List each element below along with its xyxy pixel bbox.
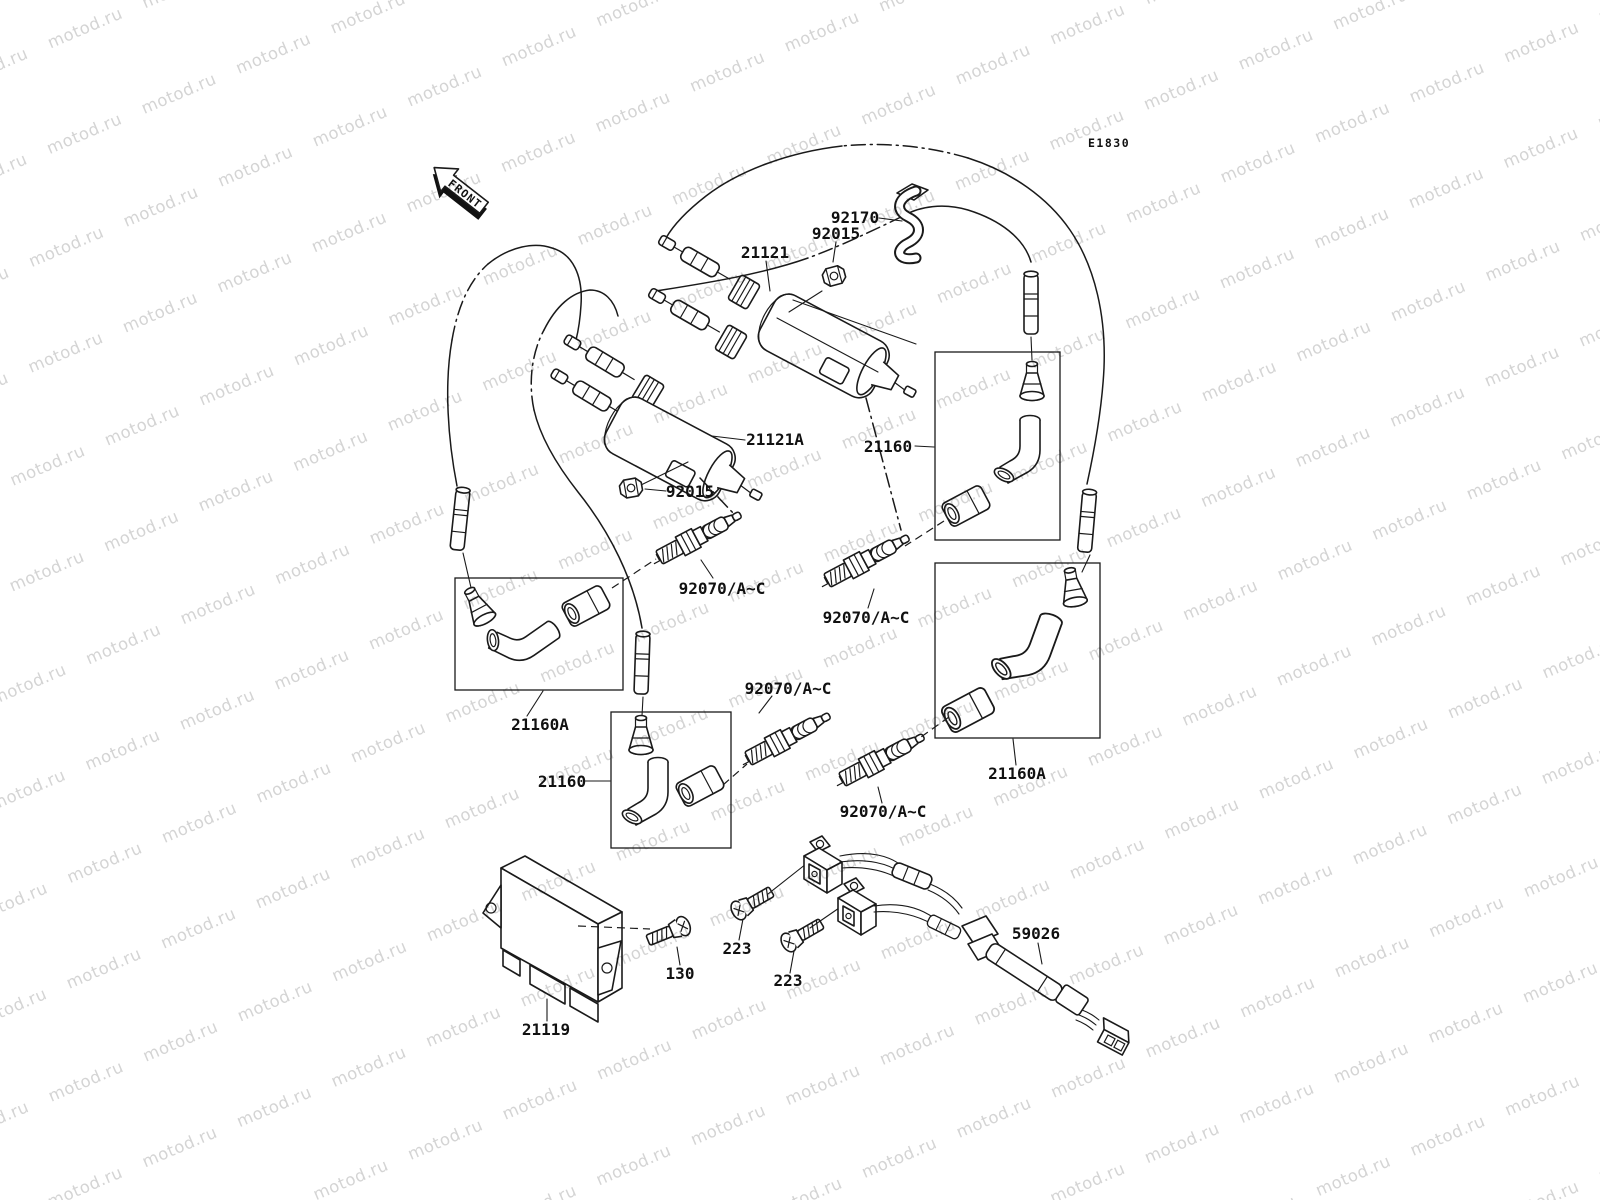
igniter-unit-21119 [482,855,651,1023]
box-cap-right-21160 [934,351,1061,541]
box-cap-bottom-21160 [610,711,732,849]
wire-terminal [449,485,472,552]
ignition-coil-21121 [749,286,931,423]
coil-construction-line [792,299,917,345]
spark-plug-4 [830,726,930,794]
plug-cap-kit-right-top [939,360,1045,529]
coil-construction-line [640,461,689,486]
nut-92015-top [820,263,848,289]
coil-lead [656,233,731,280]
label-plug-3: 92070/A~C [745,679,832,698]
label-bolt-130: 130 [666,964,695,983]
label-plug-2: 92070/A~C [823,608,910,627]
label-cap-21160a-left: 21160A [511,715,569,734]
bolt-223-a [727,882,778,924]
spark-plug-3 [736,705,836,773]
coil-tower [713,323,749,361]
wire-terminal [633,630,651,696]
bolt-223-b [777,914,828,956]
coil-construction-line [776,317,879,373]
wire-terminal [1076,487,1098,554]
clamp-92170 [894,183,929,265]
spark-plug-1 [647,504,747,572]
label-nut-92015-top: 92015 [812,224,860,243]
nut-leader-line [788,290,823,313]
ht-wire-right-inner [655,205,1032,292]
front-direction-arrow: FRONT [432,166,490,220]
box-cap-left-21160a [454,577,624,691]
harness-59026 [767,835,1130,1056]
label-nut-92015-bottom: 92015 [666,482,714,501]
plug-cap-kit-right-bottom [939,565,1089,735]
label-harness-59026: 59026 [1012,924,1060,943]
nut-92015-bottom [617,476,645,500]
bolt-130 [643,913,694,951]
sensor-module [803,835,843,894]
label-coil-21121: 21121 [741,243,789,262]
label-igniter-21119: 21119 [522,1020,570,1039]
label-bolt-223-a: 223 [723,939,752,958]
label-diagram-code: E1830 [1088,136,1130,150]
label-plug-4: 92070/A~C [840,802,927,821]
plug-cap-kit-bottom [619,714,727,828]
label-cap-21160-right: 21160 [864,437,912,456]
label-coil-21121a: 21121A [746,430,804,449]
label-clamp-92170: 92170 [831,208,879,227]
sensor-module [837,877,877,936]
ht-wire-right-outer [665,143,1105,485]
label-cap-21160-bottom: 21160 [538,772,586,791]
coil-tower [726,273,762,311]
label-cap-21160a-right: 21160A [988,764,1046,783]
spark-plug-2 [815,527,915,595]
wire-terminal [1023,270,1039,335]
coil-lead [646,286,721,333]
coil-lead [562,333,635,381]
label-plug-1: 92070/A~C [679,579,766,598]
harness-connector [1096,1017,1130,1056]
ignition-coil-21121a [595,389,777,526]
label-bolt-223-b: 223 [774,971,803,990]
assembly-dash-lines [611,397,950,786]
box-cap-right-21160a [934,562,1101,739]
plug-cap-kit-left [457,582,613,677]
ht-wire-left-outer [446,244,582,487]
ht-wire-left-inner [530,289,643,629]
label-leader-lines [526,217,1043,1022]
